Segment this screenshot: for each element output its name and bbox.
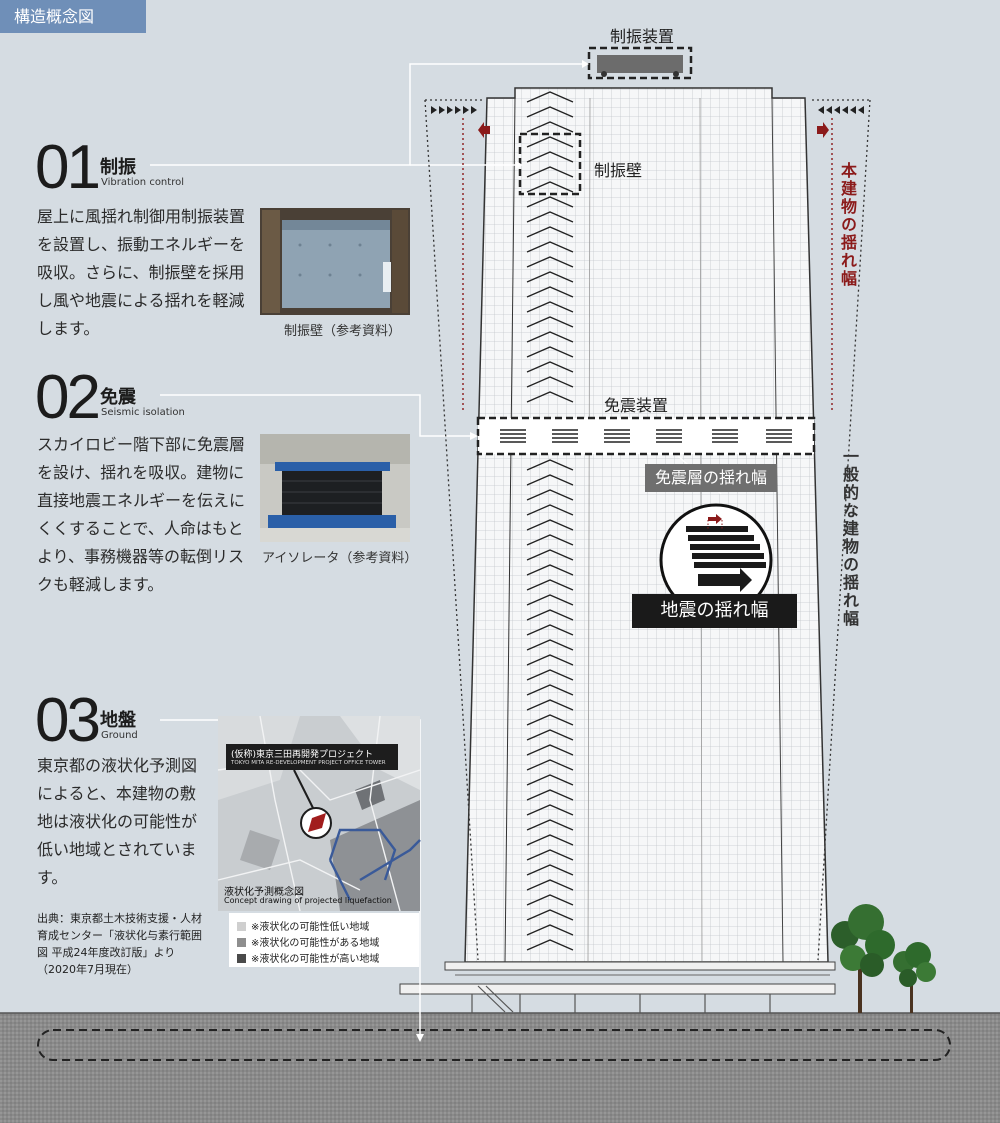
podium-deck — [399, 983, 836, 995]
photo-damper-wall — [260, 208, 410, 315]
section-body-vibration: 屋上に風揺れ制御用制振装置を設置し、振動エネルギーを吸収。さらに、制振壁を採用し… — [37, 207, 246, 338]
legend-swatch-high — [237, 954, 246, 963]
damper-wall-chevrons — [526, 91, 574, 951]
section-number-02: 02 — [35, 363, 101, 432]
isolation-bearings — [500, 429, 792, 443]
section-title-ground: 地盤 — [100, 710, 136, 731]
liquefaction-map — [217, 715, 421, 912]
section-title-vibration: 制振 — [100, 157, 136, 178]
legend-swatch-medium — [237, 938, 246, 947]
section-subtitle-seismic: Seismic isolation — [101, 407, 185, 418]
section-subtitle-ground: Ground — [101, 730, 138, 741]
legend-swatch-low — [237, 922, 246, 931]
ground-layer — [0, 1013, 1000, 1123]
map-title: 液状化予測概念図 — [224, 887, 304, 898]
legend-item-medium: ※液状化の可能性がある地域 — [237, 934, 379, 949]
foundation-outline — [37, 1029, 951, 1061]
map-project-label: (仮称)東京三田再開発プロジェクト — [231, 750, 374, 760]
roof-damper-box — [587, 46, 693, 80]
label-damper-device: 制振装置 — [610, 27, 675, 46]
label-building-sway: 本建物の揺れ幅 — [838, 162, 857, 288]
section-body-seismic: スカイロビー階下部に免震層を設け、揺れを吸収。建物に直接地震エネルギーを伝えにく… — [37, 435, 246, 594]
section-title-seismic: 免震 — [100, 387, 136, 408]
section-subtitle-vibration: Vibration control — [101, 177, 184, 188]
trees — [831, 904, 936, 1013]
label-damper-wall: 制振壁 — [594, 161, 643, 180]
map-project-label-en: TOKYO MITA RE-DEVELOPMENT PROJECT OFFICE… — [231, 760, 386, 766]
podium-roof — [444, 961, 836, 971]
diagram-title-tag: 構造概念図 — [0, 0, 146, 33]
map-legend: ※液状化の可能性低い地域 ※液状化の可能性がある地域 ※液状化の可能性が高い地域 — [229, 913, 419, 967]
section-number-01: 01 — [35, 133, 101, 202]
photo-caption-damper-wall: 制振壁（参考資料） — [284, 324, 402, 339]
legend-item-low: ※液状化の可能性低い地域 — [237, 918, 369, 933]
section-body-ground: 東京都の液状化予測図によると、本建物の敷地は液状化の可能性が低い地域とされていま… — [37, 756, 198, 887]
source-note: 出典：東京都土木技術支援・人材育成センター「液状化与素行範囲図 平成24年度改訂… — [37, 912, 202, 976]
label-general-sway: 一般的な建物の揺れ幅 — [840, 448, 859, 628]
isolation-layer — [476, 416, 816, 456]
label-isolation-sway: 免震層の揺れ幅 — [645, 464, 778, 492]
photo-isolator — [260, 434, 410, 542]
section-number-03: 03 — [35, 686, 101, 755]
photo-caption-isolator: アイソレータ（参考資料） — [262, 551, 418, 566]
map-title-en: Concept drawing of projected liquefactio… — [224, 896, 392, 905]
label-quake-sway: 地震の揺れ幅 — [632, 594, 797, 628]
legend-item-high: ※液状化の可能性が高い地域 — [237, 950, 379, 965]
label-isolation-device: 免震装置 — [604, 396, 669, 415]
